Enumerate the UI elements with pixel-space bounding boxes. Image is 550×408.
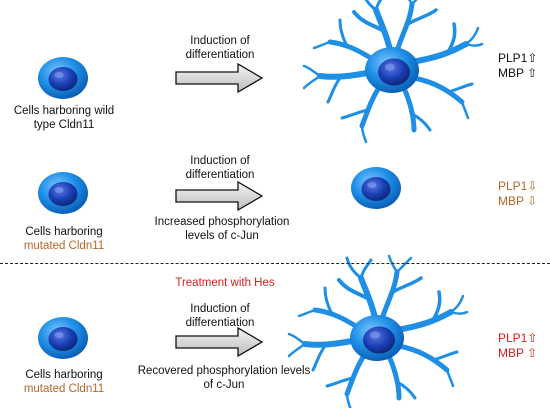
- oligodendrocyte-row1: [304, 0, 482, 142]
- arrow-label-top-row2: Induction of differentiation: [160, 154, 280, 182]
- cell-label-line2-mutated: mutated Cldn11: [23, 240, 105, 252]
- markers-row3: PLP1⇧ MBP ⇧: [498, 331, 548, 361]
- arrow-label-top-row3: Induction of differentiation: [160, 302, 280, 330]
- cell-label-line1: Cells harboring wild: [13, 105, 115, 117]
- markers-row2: PLP1⇩ MBP ⇩: [498, 179, 548, 209]
- marker-plp1: PLP1⇧: [498, 331, 538, 345]
- arrow-label-line1: Recovered phosphorylation levels: [137, 365, 311, 377]
- arrow-label-line2: levels of c-Jun: [185, 230, 259, 242]
- undifferentiated-cell-row2: [351, 167, 401, 209]
- cell-label-wildtype: Cells harboring wild type Cldn11: [8, 104, 120, 132]
- section-divider: [0, 263, 550, 264]
- arrow-label-line1: Induction of: [190, 303, 250, 315]
- arrow-label-line2: differentiation: [185, 317, 255, 329]
- arrow-label-line1: Increased phosphorylation: [154, 216, 290, 228]
- arrow-label-line1: Induction of: [190, 35, 250, 47]
- precursor-cell-wildtype: [38, 57, 88, 99]
- marker-plp1: PLP1⇩: [498, 179, 538, 193]
- arrow-label-line1: Induction of: [190, 155, 250, 167]
- arrow-label-line2: differentiation: [185, 49, 255, 61]
- treatment-label: Treatment with Hes: [175, 277, 275, 289]
- cell-label-line2: type Cldn11: [33, 119, 95, 131]
- arrow-label-line2: of c-Jun: [203, 379, 245, 391]
- markers-row1: PLP1⇧ MBP ⇧: [498, 51, 548, 81]
- cell-label-line1: Cells harboring: [25, 369, 103, 381]
- marker-mbp: MBP ⇧: [498, 346, 538, 360]
- marker-plp1: PLP1⇧: [498, 51, 538, 65]
- arrow-row3: [175, 327, 263, 357]
- arrow-label-bottom-row2: Increased phosphorylation levels of c-Ju…: [142, 215, 302, 243]
- arrow-row1: [175, 63, 263, 93]
- precursor-cell-mutated: [38, 172, 88, 214]
- cell-label-mutated: Cells harboring mutated Cldn11: [8, 225, 120, 253]
- cell-label-line2-mutated: mutated Cldn11: [23, 383, 105, 395]
- marker-mbp: MBP ⇧: [498, 66, 538, 80]
- arrow-label-top-row1: Induction of differentiation: [160, 34, 280, 62]
- oligodendrocyte-row3: [289, 256, 467, 408]
- precursor-cell-mutated-treated: [38, 317, 88, 359]
- cell-label-line1: Cells harboring: [25, 226, 103, 238]
- arrow-row2: [175, 181, 263, 211]
- arrow-label-bottom-row3: Recovered phosphorylation levels of c-Ju…: [136, 364, 312, 392]
- cell-label-mutated-treated: Cells harboring mutated Cldn11: [8, 368, 120, 396]
- arrow-label-line2: differentiation: [185, 169, 255, 181]
- marker-mbp: MBP ⇩: [498, 194, 538, 208]
